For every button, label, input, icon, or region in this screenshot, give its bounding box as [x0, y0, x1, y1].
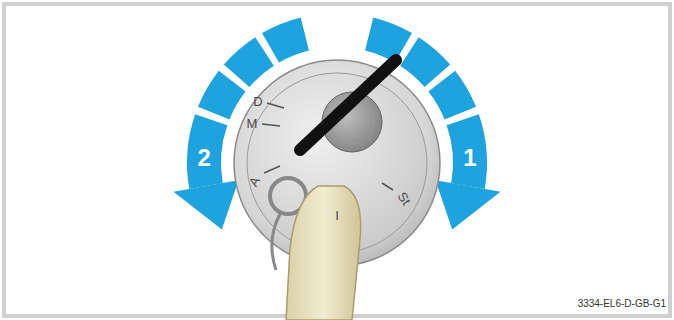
arrow-segment — [428, 71, 476, 120]
arrow-segment — [224, 37, 274, 87]
arrow-segment — [400, 37, 450, 87]
key-head — [286, 186, 361, 320]
arrow-segment — [187, 114, 227, 189]
key-blade — [300, 60, 396, 150]
callout-number: 1 — [463, 146, 476, 170]
arrow-segment — [447, 114, 487, 189]
position-mark: I — [335, 209, 339, 222]
arrow-head — [174, 180, 239, 229]
arrow-segment — [262, 17, 309, 62]
figure-code: 3334-EL6-D-GB-G1 — [578, 299, 666, 309]
key-ring-loop — [272, 214, 280, 270]
arrow-head — [435, 180, 500, 229]
arrow-segment — [198, 71, 246, 120]
callout-number: 2 — [197, 146, 210, 170]
arrow-segment — [365, 17, 412, 62]
position-mark: M — [247, 117, 258, 130]
position-mark: D — [253, 95, 262, 108]
